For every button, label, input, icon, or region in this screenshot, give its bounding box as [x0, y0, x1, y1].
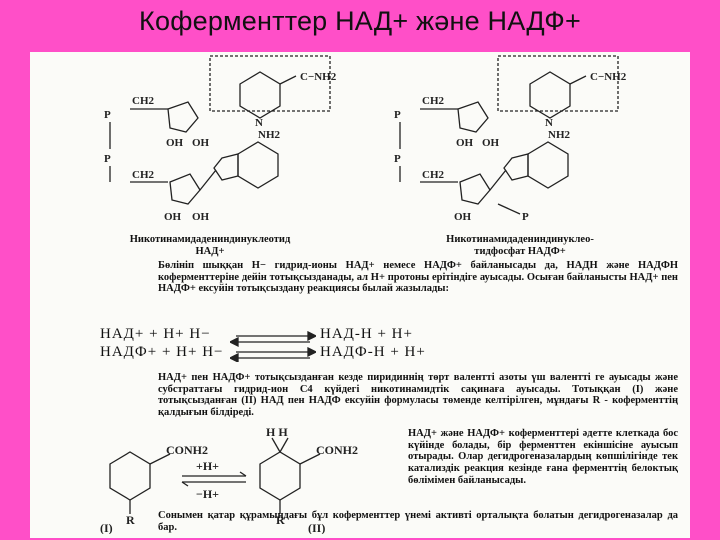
- amide-label: C−NH2: [300, 71, 337, 83]
- caption-line: НАД+: [195, 246, 225, 257]
- conh2-label: CONH2: [166, 443, 208, 457]
- n-label: N: [545, 117, 553, 129]
- paragraph-reduction: НАД+ пен НАДФ+ тотықсызданған кезде пири…: [158, 372, 678, 419]
- paragraph-coenzyme-state: НАД+ және НАДФ+ коферменттері әдетте кле…: [408, 428, 678, 486]
- p-label: P: [394, 153, 401, 165]
- r-label: R: [126, 513, 135, 527]
- oh-label: OH: [456, 137, 474, 149]
- oh-label: OH: [166, 137, 184, 149]
- equation-nad-right: НАД-Н + Н+: [320, 326, 413, 342]
- n-label: N: [255, 117, 263, 129]
- nh2-label: NH2: [258, 129, 281, 141]
- h-minus-label: −H+: [196, 487, 219, 501]
- nad-caption: Никотинамидадениндинуклеотид НАД+: [110, 234, 310, 258]
- oh-label: OH: [164, 211, 182, 223]
- equation-nadp-right: НАДФ-Н + Н+: [320, 344, 426, 360]
- equilibrium-arrows: [230, 330, 316, 362]
- equation-nadp-left: НАДФ+ + Н+ Н−: [100, 344, 224, 360]
- ch2-label: CH2: [422, 169, 445, 181]
- nh2-label: NH2: [548, 129, 571, 141]
- h-plus-label: +H+: [196, 459, 219, 473]
- scanned-page: C−NH2 CH2 P P CH2 OH OH OH OH NH2 N Нико…: [30, 52, 690, 538]
- p-label: P: [104, 109, 111, 121]
- ch2-label: CH2: [132, 169, 155, 181]
- ch2-label: CH2: [132, 95, 155, 107]
- h-pair-label: H H: [266, 425, 288, 439]
- label-oxidized: (I): [100, 521, 113, 534]
- paragraph-hydride: Бөлініп шыққан H− гидрид-ионы НАД+ немес…: [158, 260, 678, 295]
- conh2-label: CONH2: [316, 443, 358, 457]
- p-label: P: [104, 153, 111, 165]
- nadp-caption: Никотинамидадениндинуклео- тидфосфат НАД…: [410, 234, 630, 258]
- oh-label: OH: [454, 211, 472, 223]
- oh-label: OH: [482, 137, 500, 149]
- reaction-scheme: CONH2 CONH2 H H +H+ −H+ R R (I) (II): [100, 425, 358, 534]
- label-reduced: (II): [308, 521, 325, 534]
- ch2-label: CH2: [422, 95, 445, 107]
- amide-label: C−NH2: [590, 71, 627, 83]
- p-label: P: [522, 211, 529, 223]
- oh-label: OH: [192, 211, 210, 223]
- slide-title: Коферменттер НАД+ және НАДФ+: [139, 6, 581, 36]
- p-label: P: [394, 109, 401, 121]
- caption-line: Никотинамидадениндинуклео-: [446, 234, 594, 245]
- paragraph-active-center: Сонымен қатар құрамындағы бұл коферментт…: [158, 510, 678, 533]
- nadp-structure: C−NH2 CH2 P P CH2 OH OH OH P NH2 N: [394, 55, 627, 223]
- r-label: R: [276, 513, 285, 527]
- caption-line: Никотинамидадениндинуклеотид: [129, 234, 291, 245]
- nad-structure: C−NH2 CH2 P P CH2 OH OH OH OH NH2 N: [104, 55, 337, 223]
- caption-line: тидфосфат НАДФ+: [474, 246, 566, 257]
- oh-label: OH: [192, 137, 210, 149]
- equation-nad-left: НАД+ + Н+ Н−: [100, 326, 211, 342]
